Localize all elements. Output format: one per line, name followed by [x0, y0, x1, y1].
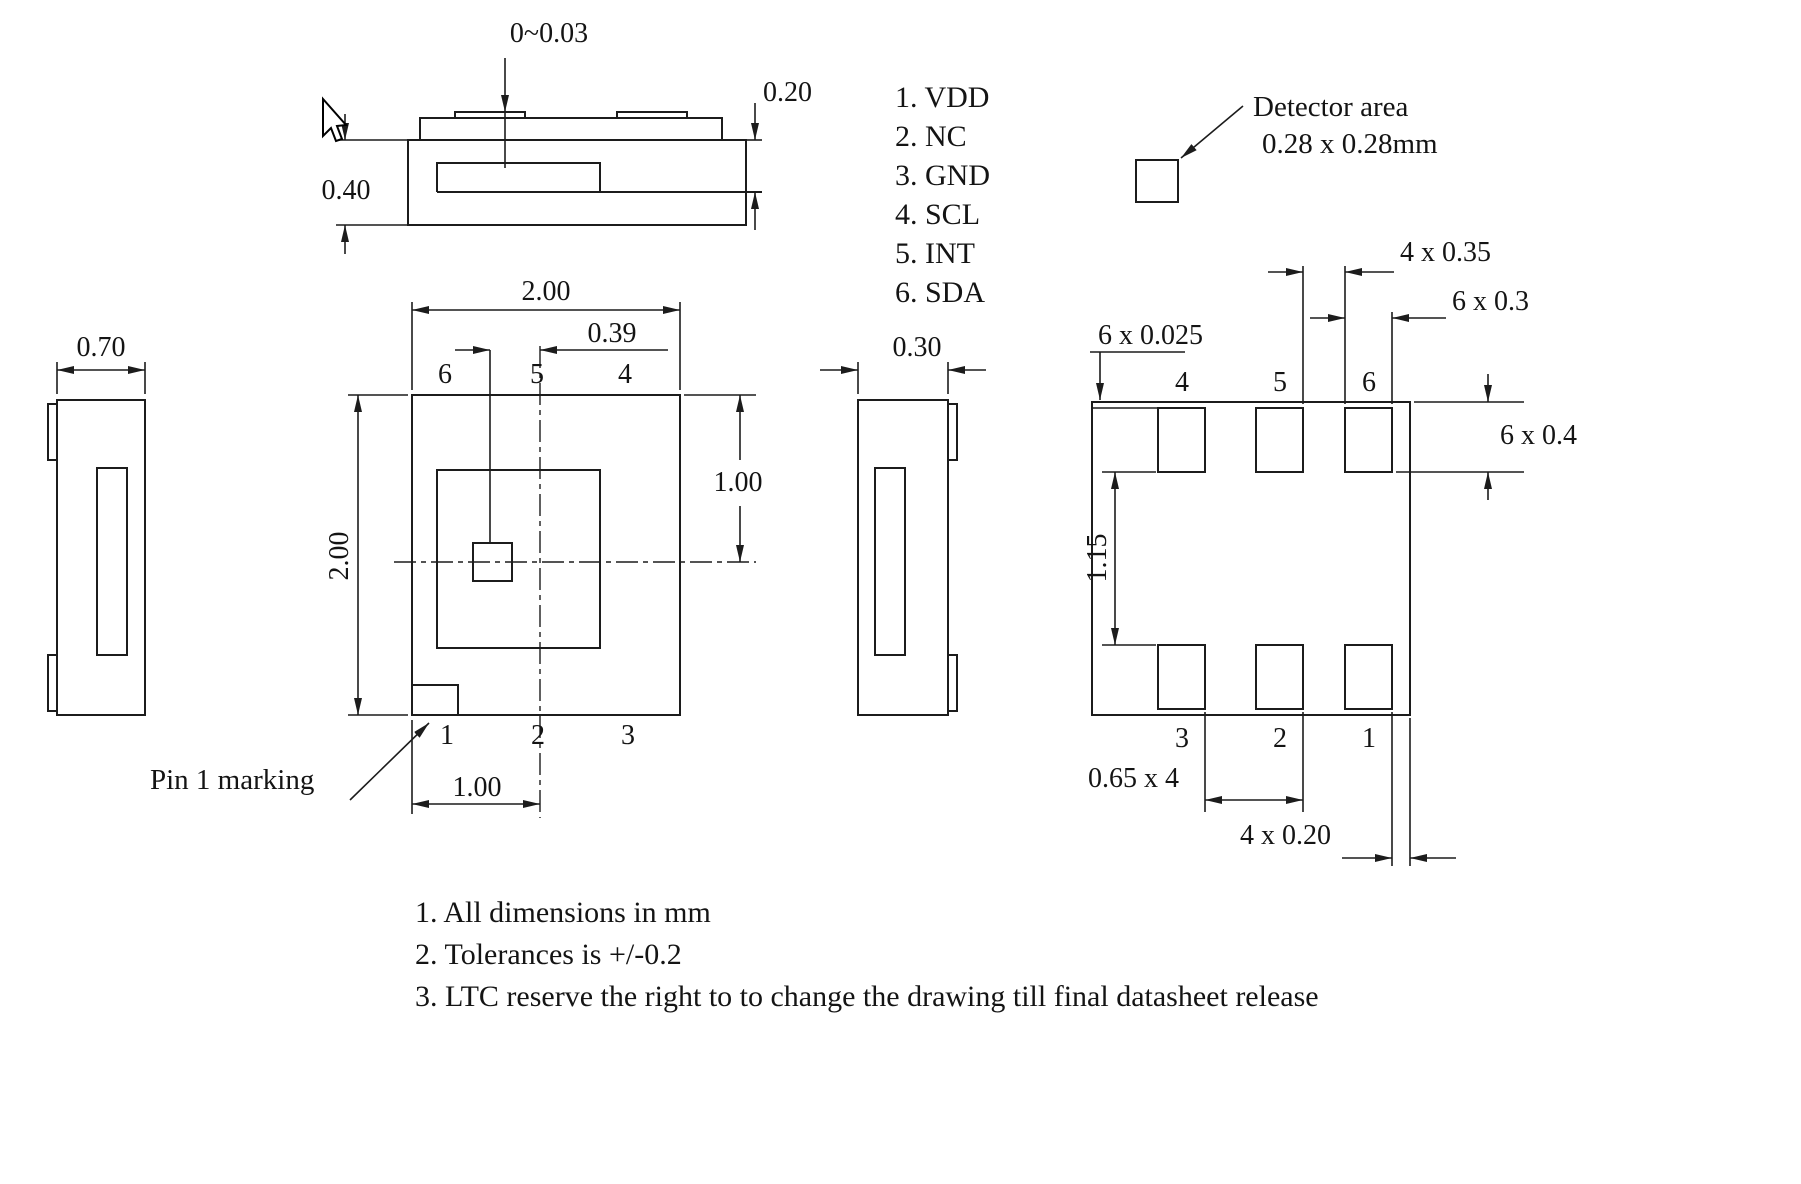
dim-pitch [1204, 712, 1304, 812]
dim-package-width [411, 302, 681, 390]
package-outline-top [411, 394, 681, 716]
pad-number-2: 2 [1273, 723, 1287, 754]
dim-pad-height [1396, 374, 1524, 500]
pin1-marking-label: Pin 1 marking [150, 764, 314, 796]
top-terminal-left [454, 111, 526, 119]
note-1: 1. All dimensions in mm [415, 896, 711, 929]
inner-feature [874, 467, 906, 656]
pad-number-1: 1 [1362, 723, 1376, 754]
dim-edge-gap-value: 4 x 0.20 [1240, 820, 1331, 851]
dim-pad-width-value: 6 x 0.3 [1452, 286, 1529, 317]
pin-number-5: 5 [530, 359, 544, 390]
dim-detector-offset-y [684, 394, 756, 562]
side-view-right: 0.30 [820, 332, 986, 716]
dim-pad-height-value: 6 x 0.4 [1500, 420, 1577, 451]
note-3: 3. LTC reserve the right to to change th… [415, 980, 1319, 1013]
dim-pad-width [1310, 312, 1446, 404]
pin-list: 1. VDD 2. NC 3. GND 4. SCL 5. INT 6. SDA [895, 81, 990, 309]
package-outline-bottom [1091, 401, 1411, 716]
package-body-side [407, 139, 747, 226]
detector-callout: Detector area 0.28 x 0.28mm [1135, 91, 1438, 203]
pin-number-6: 6 [438, 359, 452, 390]
dim-package-width-value: 2.00 [522, 276, 571, 307]
pin1-leader-arrow [349, 722, 430, 801]
dim-side-width [820, 362, 986, 394]
top-terminal-right [616, 111, 688, 119]
terminal-tab-bottom [947, 654, 958, 712]
dim-pitch-value: 0.65 x 4 [1088, 763, 1179, 794]
pin-list-item-5: 5. INT [895, 237, 975, 270]
pin-list-item-3: 3. GND [895, 159, 990, 192]
detector-label-line2: 0.28 x 0.28mm [1262, 128, 1438, 160]
terminal-tab-top [47, 403, 58, 461]
package-body-left [56, 399, 146, 716]
pin-list-item-6: 6. SDA [895, 276, 985, 309]
detector-leader-arrow [1180, 105, 1244, 159]
dim-side-width [56, 362, 146, 394]
pad-number-6: 6 [1362, 367, 1376, 398]
dim-body-height [336, 114, 410, 254]
pad-1 [1344, 644, 1393, 710]
dim-detector-offset-x-value: 0.39 [588, 318, 637, 349]
pin-number-1: 1 [440, 720, 454, 751]
dim-side-width-value: 0.30 [893, 332, 942, 363]
dim-step-value: 0.20 [763, 77, 812, 108]
bottom-view: 6 x 0.025 4 x 0.35 6 x 0.3 6 x 0.4 1.15 … [1082, 237, 1577, 866]
pad-number-5: 5 [1273, 367, 1287, 398]
pin-list-item-1: 1. VDD [895, 81, 989, 114]
pin-number-3: 3 [621, 720, 635, 751]
detector-area-square [1135, 159, 1179, 203]
pad-6 [1344, 407, 1393, 473]
dim-pin1-offset-value: 1.00 [453, 772, 502, 803]
dim-pad-inset-value: 6 x 0.025 [1098, 320, 1203, 351]
pad-5 [1255, 407, 1304, 473]
package-body-right [857, 399, 949, 716]
dim-edge-gap [1342, 712, 1456, 866]
mouse-cursor [322, 96, 349, 143]
dim-inner-span [1102, 471, 1156, 646]
pad-2 [1255, 644, 1304, 710]
dim-package-height [348, 394, 408, 716]
inner-feature [96, 467, 128, 656]
pad-4 [1157, 407, 1206, 473]
side-view-left: 0.70 [47, 332, 146, 716]
pad-number-4: 4 [1175, 367, 1189, 398]
dim-pin1-offset [411, 720, 540, 814]
die-outline [436, 469, 601, 649]
pin1-mark [411, 684, 459, 716]
dim-side-width-value: 0.70 [77, 332, 126, 363]
pad-number-3: 3 [1175, 723, 1189, 754]
top-view: 2.00 0.39 2.00 1.00 1.00 6 5 4 1 2 3 Pin… [150, 276, 763, 818]
pad-3 [1157, 644, 1206, 710]
note-2: 2. Tolerances is +/-0.2 [415, 938, 682, 971]
dim-detector-offset-y-value: 1.00 [714, 467, 763, 498]
dim-pad-gap [1268, 266, 1394, 404]
package-top-slab [419, 117, 723, 141]
cavity-outline [436, 162, 601, 192]
side-view-front: 0~0.03 0.20 0.40 [322, 18, 812, 254]
dim-package-height-value: 2.00 [324, 532, 355, 581]
pin-list-item-2: 2. NC [895, 120, 967, 153]
dim-pad-gap-value: 4 x 0.35 [1400, 237, 1491, 268]
dim-body-height-value: 0.40 [322, 175, 371, 206]
pin-list-item-4: 4. SCL [895, 198, 980, 231]
terminal-tab-top [947, 403, 958, 461]
terminal-tab-bottom [47, 654, 58, 712]
detector-label-line1: Detector area [1253, 91, 1408, 123]
dim-recess-value: 0~0.03 [510, 18, 588, 49]
dim-pad-inset [1090, 351, 1185, 400]
pin-number-4: 4 [618, 359, 632, 390]
dim-inner-span-value: 1.15 [1082, 534, 1113, 583]
pin-number-2: 2 [531, 720, 545, 751]
notes: 1. All dimensions in mm 2. Tolerances is… [415, 896, 1319, 1013]
